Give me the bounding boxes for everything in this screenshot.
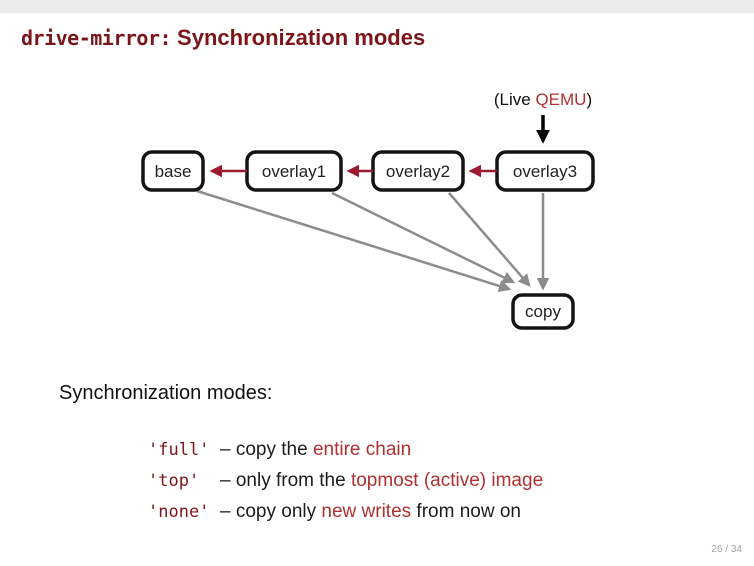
node-overlay2-label: overlay2 — [386, 162, 450, 181]
copy-arrow-overlay1 — [331, 191, 516, 284]
mode-description-post: from now on — [411, 501, 521, 522]
mode-keyword: 'none' — [148, 502, 210, 522]
node-overlay1-label: overlay1 — [262, 162, 326, 181]
live-label-prefix: (Live — [494, 90, 536, 109]
backing-chain-diagram: (Live QEMU) base overlay1 overlay2 overl… — [141, 90, 595, 330]
mode-description-pre: – copy only — [220, 501, 322, 522]
title-text: Synchronization modes — [177, 25, 426, 50]
mode-keyword: 'full' — [148, 440, 210, 460]
copy-arrow-overlay2 — [448, 192, 531, 287]
node-overlay3-label: overlay3 — [513, 162, 577, 181]
live-qemu-label: (Live QEMU) — [494, 90, 592, 109]
title-code: drive-mirror: — [21, 26, 172, 50]
sync-modes-list: 'full' – copy the entire chain 'top' – onl… — [148, 434, 543, 527]
live-label-suffix: ) — [586, 90, 592, 109]
node-overlay1: overlay1 — [245, 150, 343, 192]
node-copy: copy — [511, 293, 575, 330]
mode-row-none: 'none' – copy only new writes from now on — [148, 496, 543, 527]
node-base-label: base — [155, 162, 192, 181]
mode-description-alert: entire chain — [312, 439, 412, 460]
node-base-box — [141, 150, 205, 192]
node-overlay2: overlay2 — [371, 150, 465, 192]
sync-modes-heading: Synchronization modes: — [59, 382, 273, 404]
node-copy-box — [511, 293, 575, 330]
mode-description-alert: topmost (active) image — [350, 470, 544, 491]
top-strip — [0, 0, 754, 13]
node-base: base — [141, 150, 205, 192]
copy-arrow-base — [196, 189, 512, 292]
mode-keyword: 'top' — [148, 471, 200, 491]
mode-description-alert: new writes — [321, 501, 412, 522]
page-title: drive-mirror:Synchronization modes — [21, 25, 425, 51]
node-overlay3: overlay3 — [495, 150, 595, 192]
mode-description-pre: – only from the — [220, 470, 351, 491]
page-number: 26 / 34 — [711, 544, 742, 555]
mode-row-top: 'top' – only from the topmost (active) im… — [148, 465, 543, 496]
mode-row-full: 'full' – copy the entire chain — [148, 434, 543, 465]
mode-description-pre: – copy the — [220, 439, 313, 460]
node-copy-label: copy — [525, 302, 561, 321]
live-label-qemu: QEMU — [535, 90, 586, 109]
